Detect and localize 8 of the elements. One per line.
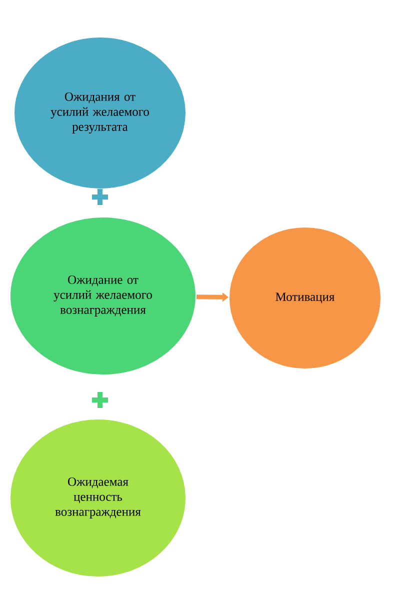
node-text: Ожидания от усилий желаемого результата [50, 92, 149, 134]
circle [228, 226, 382, 370]
circle [10, 216, 196, 376]
circle [14, 36, 186, 190]
node-text: Мотивация [276, 292, 334, 304]
circle [10, 418, 186, 578]
node-text: Ожидаемая ценность вознаграждения [55, 478, 141, 518]
node-text: Ожидание от усилий желаемого вознаграждения [54, 276, 152, 316]
